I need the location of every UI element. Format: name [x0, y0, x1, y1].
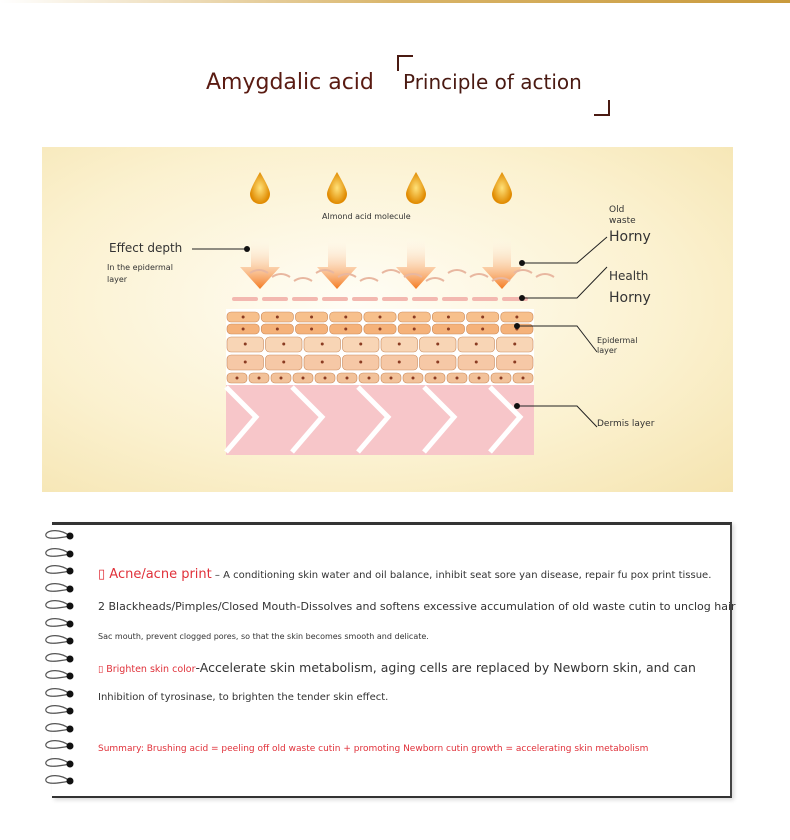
- acid-drop-icon: [492, 172, 512, 204]
- binder-ring: [40, 738, 76, 752]
- acne-line: ▯ Acne/acne print – A conditioning skin …: [98, 567, 711, 582]
- healthy-horny-cell: [472, 297, 498, 301]
- binder-ring: [40, 528, 76, 542]
- brighten-text: -Accelerate skin metabolism, aging cells…: [195, 660, 696, 675]
- old-waste-label-2: waste: [609, 216, 636, 226]
- binder-ring: [40, 703, 76, 717]
- dermis-layer: [226, 385, 534, 455]
- down-arrow-icon: [317, 237, 357, 289]
- effect-depth-sub1: In the epidermal: [107, 263, 173, 272]
- title-amygdalic-acid: Amygdalic acid: [206, 70, 374, 95]
- acne-title: ▯ Acne/acne print: [98, 567, 212, 582]
- notes-card: ▯ Acne/acne print – A conditioning skin …: [52, 522, 736, 798]
- healthy-horny-cell: [352, 297, 378, 301]
- binder-ring: [40, 563, 76, 577]
- old-horny-flake: [337, 273, 357, 278]
- brighten-title: ▯ Brighten skin color: [98, 664, 196, 675]
- old-horny-flake: [315, 269, 335, 274]
- health-label: Health: [609, 269, 649, 283]
- tyrosinase-line: Inhibition of tyrosinase, to brighten th…: [98, 692, 389, 703]
- binder-ring: [40, 773, 76, 787]
- healthy-horny-cell: [232, 297, 258, 301]
- dermis-label: Dermis layer: [597, 419, 655, 429]
- down-arrow-icon: [240, 237, 280, 289]
- acid-drop-icon: [250, 172, 270, 204]
- old-horny-label: Horny: [609, 229, 651, 245]
- healthy-horny-cell: [262, 297, 288, 301]
- effect-depth-label: Effect depth: [109, 241, 183, 255]
- old-horny-flake: [447, 269, 467, 274]
- old-horny-flake: [359, 277, 379, 282]
- healthy-horny-cell: [322, 297, 348, 301]
- old-waste-label-1: Old: [609, 205, 625, 215]
- title-principle: Principle of action: [403, 70, 582, 94]
- healthy-horny-cell: [412, 297, 438, 301]
- old-horny-flake: [271, 273, 291, 278]
- down-arrow-icon: [482, 237, 522, 289]
- molecule-label: Almond acid molecule: [322, 212, 411, 221]
- down-arrow-icon: [396, 237, 436, 289]
- acid-drop-icon: [327, 172, 347, 204]
- binder-ring: [40, 686, 76, 700]
- binder-ring: [40, 546, 76, 560]
- binder-ring: [40, 668, 76, 682]
- binder-ring: [40, 721, 76, 735]
- healthy-horny-cell: [382, 297, 408, 301]
- old-horny-flake: [403, 273, 423, 278]
- binder-ring: [40, 651, 76, 665]
- health-horny-label: Horny: [609, 290, 651, 306]
- old-horny-flake: [513, 269, 533, 274]
- binder-ring: [40, 756, 76, 770]
- summary-line: Summary: Brushing acid = peeling off old…: [98, 744, 649, 754]
- acid-drop-icon: [406, 172, 426, 204]
- brighten-line: ▯ Brighten skin color-Accelerate skin me…: [98, 660, 696, 675]
- binder-ring: [40, 581, 76, 595]
- effect-depth-sub2: layer: [107, 275, 128, 284]
- healthy-horny-cell: [292, 297, 318, 301]
- skin-diagram-panel: Almond acid molecule Effect depth In the…: [42, 147, 733, 492]
- old-horny-flake: [293, 277, 313, 282]
- healthy-horny-cell: [442, 297, 468, 301]
- old-horny-flake: [381, 269, 401, 274]
- old-horny-flake: [469, 273, 489, 278]
- arrows: [240, 237, 555, 289]
- epidermal-cells: [226, 297, 534, 384]
- bracket-top-left: [397, 55, 413, 71]
- epidermal-label-1: Epidermal: [597, 336, 638, 345]
- epidermal-label-2: layer: [597, 346, 618, 355]
- top-decor-line: [0, 0, 790, 3]
- dermis-cells: [224, 385, 534, 455]
- old-horny-flake: [425, 277, 445, 282]
- binder-ring: [40, 598, 76, 612]
- bracket-bottom-right: [594, 100, 610, 116]
- acne-text: – A conditioning skin water and oil bala…: [211, 570, 712, 581]
- blackheads-line: 2 Blackheads/Pimples/Closed Mouth-Dissol…: [98, 600, 736, 613]
- old-horny-flake: [491, 277, 511, 282]
- sac-mouth-line: Sac mouth, prevent clogged pores, so tha…: [98, 632, 429, 641]
- old-horny-flake: [249, 269, 269, 274]
- old-horny-flake: [535, 273, 555, 278]
- drops: [250, 172, 512, 204]
- binder-ring: [40, 633, 76, 647]
- binder-ring: [40, 616, 76, 630]
- skin-diagram: [192, 172, 608, 455]
